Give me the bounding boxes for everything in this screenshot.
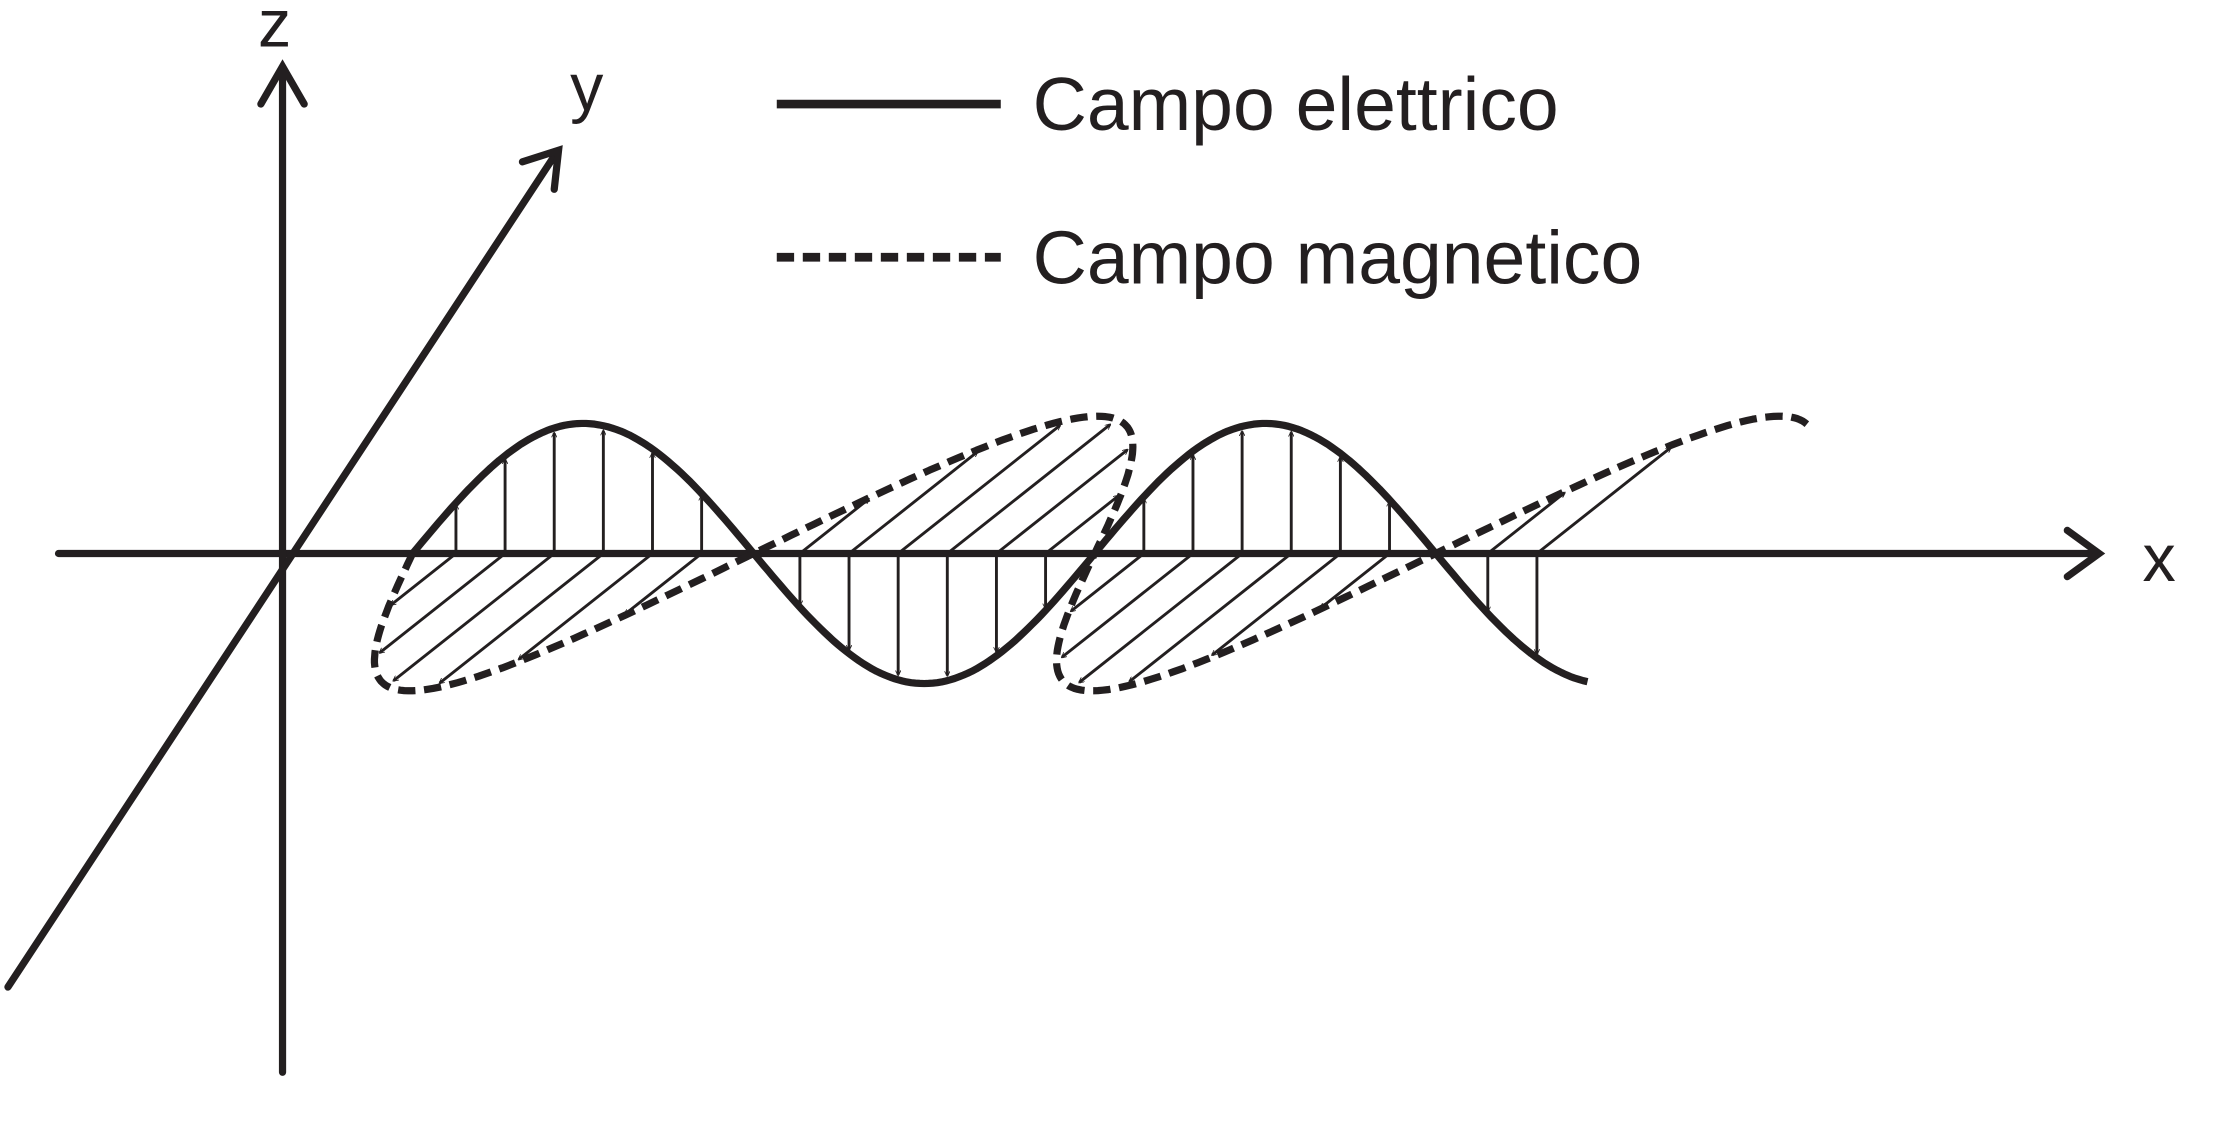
y-axis-label: y	[570, 51, 604, 125]
magnetic-field-curve	[370, 412, 1812, 695]
magnetic-field-vector	[1536, 448, 1671, 555]
magnetic-field-vector	[519, 552, 654, 659]
legend: Campo elettrico Campo magnetico	[776, 62, 1643, 299]
magnetic-field-vector	[380, 552, 506, 652]
axes	[4, 59, 2106, 1076]
magnetic-field-vector	[995, 450, 1127, 555]
magnetic-field-vector	[1044, 496, 1119, 555]
electric-field-curve	[409, 419, 1589, 688]
magnetic-field-vector	[1062, 552, 1194, 657]
magnetic-field-vector	[1079, 552, 1244, 682]
y-axis-arrowhead	[518, 145, 563, 193]
magnetic-field-vector	[1071, 552, 1145, 611]
magnetic-field-vectors	[380, 425, 1671, 683]
legend-electric-label: Campo elettrico	[1033, 62, 1559, 146]
x-axis-label: x	[2142, 522, 2175, 596]
magnetic-field-vector	[1212, 552, 1342, 654]
magnetic-field-vector	[1130, 552, 1293, 681]
electric-field-vectors	[456, 431, 1537, 676]
magnetic-field-vector	[391, 552, 457, 604]
magnetic-field-vector	[1321, 552, 1391, 607]
y-axis-line	[4, 148, 561, 991]
magnetic-field-vector	[848, 452, 977, 555]
x-axis-arrowhead	[2063, 526, 2106, 581]
magnetic-field-vector	[897, 425, 1060, 555]
z-axis-arrowhead	[257, 59, 308, 108]
magnetic-field-vector	[625, 552, 703, 614]
magnetic-field-vector	[798, 499, 869, 555]
magnetic-field-vector	[1486, 493, 1565, 555]
magnetic-field-vector	[394, 552, 556, 680]
legend-magnetic-label: Campo magnetico	[1033, 215, 1643, 299]
magnetic-field-vector	[946, 425, 1110, 555]
z-axis-label: z	[258, 0, 291, 61]
magnetic-field-vector	[440, 552, 605, 683]
